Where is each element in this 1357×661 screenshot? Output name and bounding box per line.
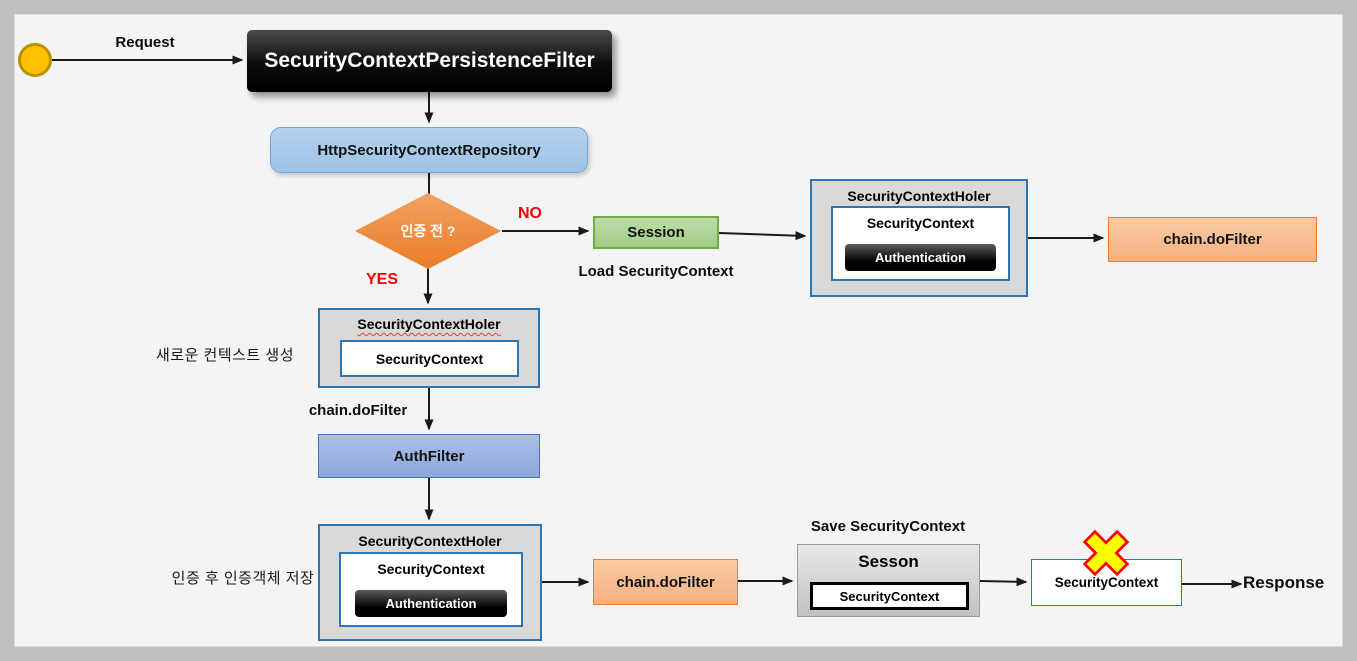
holder-auth-context-label: SecurityContext (377, 561, 485, 577)
load-securitycontext-label: Load SecurityContext (578, 263, 734, 280)
holder-new-title: SecurityContextHoler (320, 316, 538, 332)
save-securitycontext-label: Save SecurityContext (810, 518, 966, 535)
branch-no-label: NO (518, 205, 542, 222)
sesson-context-box: SecurityContext (810, 582, 969, 610)
chain-dofilter-caption: chain.doFilter (308, 402, 408, 419)
node-security-context-persistence-filter: SecurityContextPersistenceFilter (247, 30, 612, 92)
node-session-load: Session (593, 216, 719, 249)
holder-loaded-context-box: SecurityContext Authentication (831, 206, 1010, 281)
clear-x-icon (1082, 529, 1130, 577)
node-http-security-context-repository: HttpSecurityContextRepository (270, 127, 588, 173)
node-chain-dofilter-bottom: chain.doFilter (593, 559, 738, 605)
node-auth-filter: AuthFilter (318, 434, 540, 478)
holder-authenticated: SecurityContextHoler SecurityContext Aut… (318, 524, 542, 641)
decision-label: 인증 전 ? (400, 223, 456, 239)
node-sesson-save: Sesson SecurityContext (797, 544, 980, 617)
start-circle-icon (18, 43, 52, 77)
diagram-canvas (14, 14, 1343, 647)
request-label: Request (115, 34, 175, 51)
branch-yes-label: YES (365, 271, 398, 288)
holder-new-context-box: SecurityContext (340, 340, 519, 377)
holder-new-title-text: SecurityContextHoler (357, 316, 501, 332)
node-chain-dofilter-top: chain.doFilter (1108, 217, 1317, 262)
holder-auth-context-box: SecurityContext Authentication (339, 552, 523, 627)
new-context-caption: 새로운 컨텍스트 생성 (155, 347, 295, 364)
node-context-cleared: SecurityContext (1031, 559, 1182, 606)
sesson-title: Sesson (858, 552, 919, 571)
holder-new-context: SecurityContextHoler SecurityContext (318, 308, 540, 388)
holder-loaded: SecurityContextHoler SecurityContext Aut… (810, 179, 1028, 297)
response-label: Response (1243, 573, 1325, 592)
holder-auth-authentication: Authentication (355, 590, 507, 617)
auth-saved-caption: 인증 후 인증객체 저장 (171, 570, 315, 587)
holder-auth-title: SecurityContextHoler (358, 533, 502, 549)
holder-loaded-context-label: SecurityContext (866, 215, 975, 231)
holder-loaded-title: SecurityContextHoler (847, 188, 991, 204)
holder-loaded-authentication: Authentication (845, 244, 996, 271)
